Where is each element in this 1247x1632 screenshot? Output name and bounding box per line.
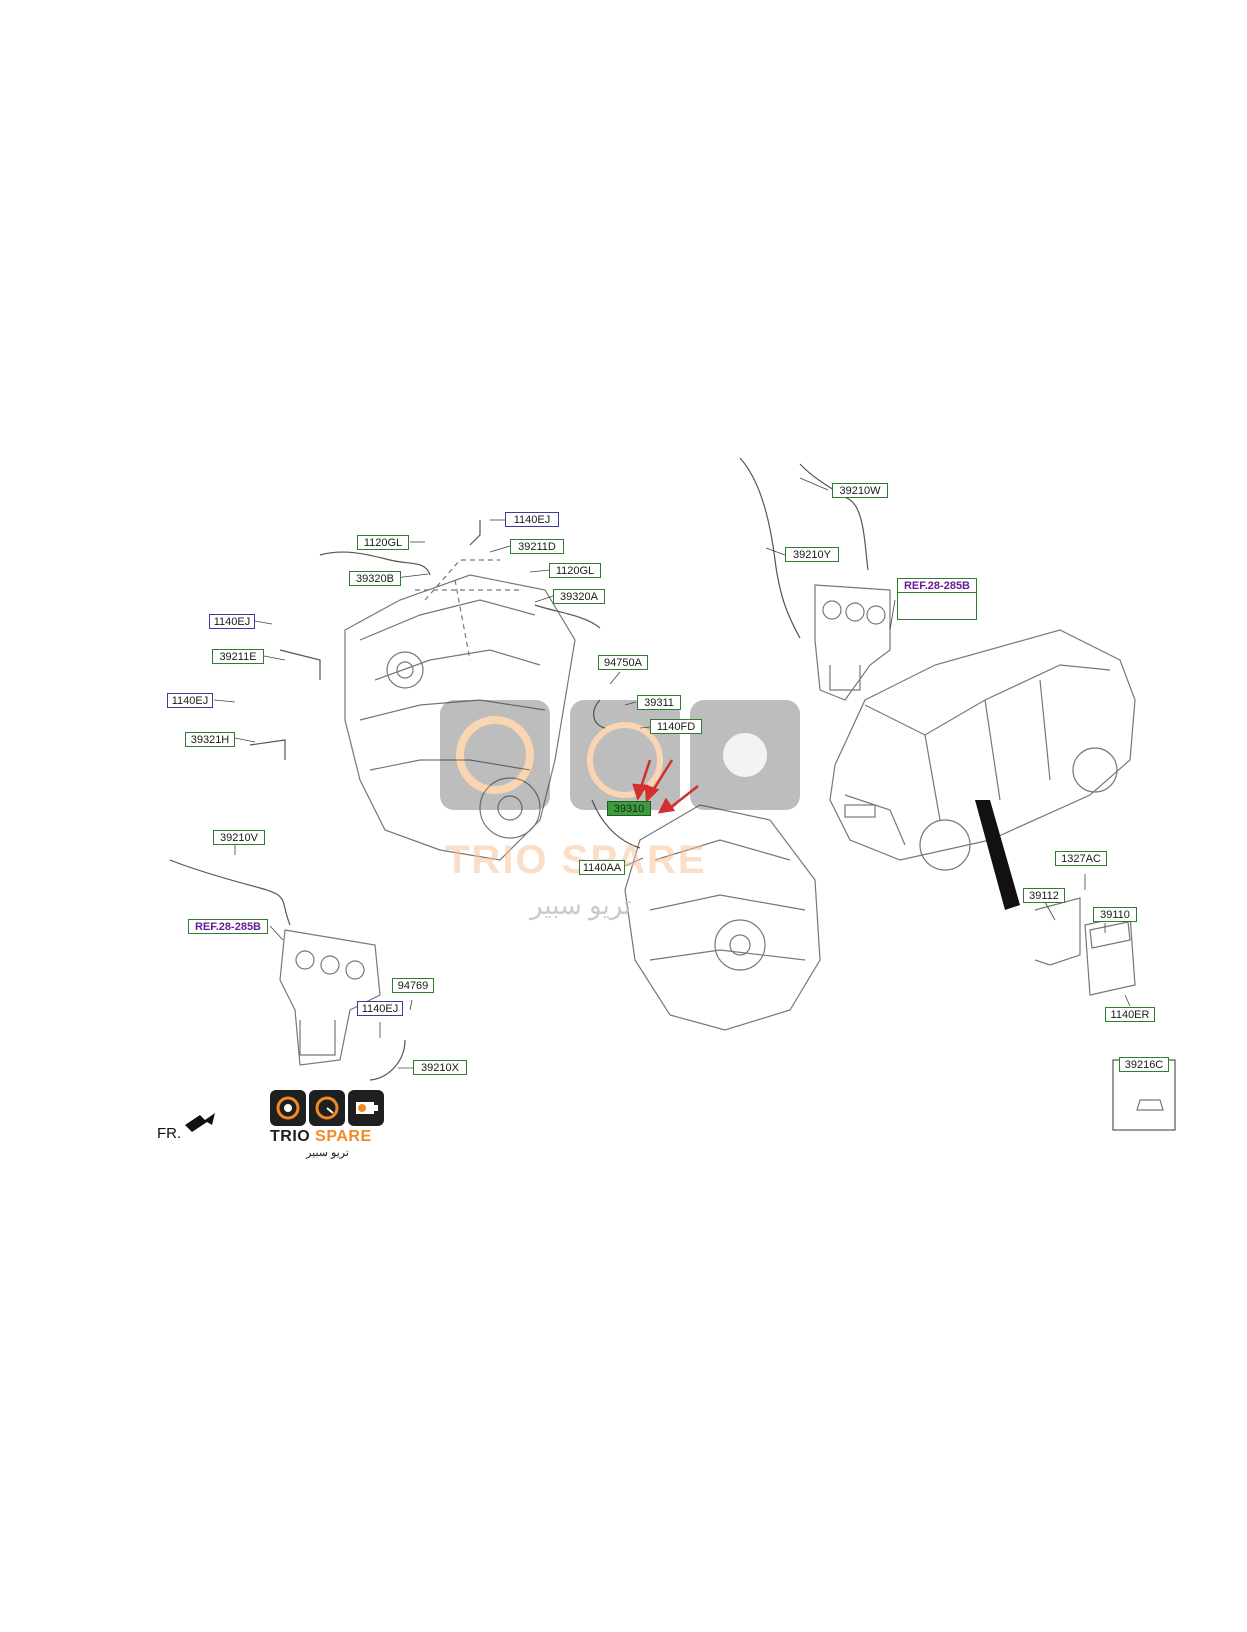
engine-icon (348, 1090, 384, 1126)
part-label-39112[interactable]: 39112 (1023, 888, 1065, 903)
brand-name-arabic: تريو سبير (306, 1147, 349, 1159)
part-label-39320B[interactable]: 39320B (349, 571, 401, 586)
part-label-39310-highlighted[interactable]: 39310 (607, 801, 651, 816)
part-label-94750A[interactable]: 94750A (598, 655, 648, 670)
watermark-brand-text: TRIO SPARE (445, 838, 707, 882)
part-label-39311[interactable]: 39311 (637, 695, 681, 710)
vehicle-drawing (829, 629, 1136, 871)
plug-drawing (1136, 1099, 1164, 1111)
ref-label-left[interactable]: REF.28-285B (188, 919, 268, 934)
front-marker: FR. (157, 1125, 182, 1142)
part-label-39211E[interactable]: 39211E (212, 649, 264, 664)
part-label-1140ER[interactable]: 1140ER (1105, 1007, 1155, 1022)
part-label-1140AA[interactable]: 1140AA (579, 860, 625, 875)
part-label-39110[interactable]: 39110 (1093, 907, 1137, 922)
part-label-1140EJ-left2[interactable]: 1140EJ (167, 693, 213, 708)
part-label-1140EJ-bottom[interactable]: 1140EJ (357, 1001, 403, 1016)
part-label-39216C[interactable]: 39216C (1119, 1057, 1169, 1072)
part-label-39210X[interactable]: 39210X (413, 1060, 467, 1075)
brand-name: TRIO SPARE (270, 1128, 372, 1145)
watermark-logo (440, 700, 800, 810)
sensor-wires (169, 457, 869, 1081)
part-label-1140FD[interactable]: 1140FD (650, 719, 702, 734)
watermark-brand-arabic: تريو سبير (530, 890, 632, 920)
part-label-39210W[interactable]: 39210W (832, 483, 888, 498)
part-label-39210Y[interactable]: 39210Y (785, 547, 839, 562)
part-label-94769[interactable]: 94769 (392, 978, 434, 993)
part-label-39210V[interactable]: 39210V (213, 830, 265, 845)
transmission-drawing (624, 804, 821, 1031)
highlight-arrows (632, 759, 699, 814)
part-label-39211D[interactable]: 39211D (510, 539, 564, 554)
brand-logo: TRIO SPARE تريو سبير (270, 1090, 395, 1165)
part-label-1120GL-right[interactable]: 1120GL (549, 563, 601, 578)
speedometer-icon (309, 1090, 345, 1126)
part-label-39320A[interactable]: 39320A (553, 589, 605, 604)
speaker-icon (270, 1090, 306, 1126)
part-label-1120GL-left[interactable]: 1120GL (357, 535, 409, 550)
part-label-39321H[interactable]: 39321H (185, 732, 235, 747)
front-arrow-icon (185, 1113, 215, 1132)
ecu-location-band (975, 800, 1020, 910)
ref-box-right (897, 578, 977, 620)
right-manifold-drawing (814, 584, 891, 701)
part-label-1327AC[interactable]: 1327AC (1055, 851, 1107, 866)
part-label-1140EJ-left1[interactable]: 1140EJ (209, 614, 255, 629)
left-manifold-drawing (279, 929, 381, 1066)
leader-lines (213, 477, 1131, 1069)
engine-drawing (344, 559, 576, 861)
part-label-1140EJ-top[interactable]: 1140EJ (505, 512, 559, 527)
ref-label-right[interactable]: REF.28-285B (897, 578, 977, 593)
